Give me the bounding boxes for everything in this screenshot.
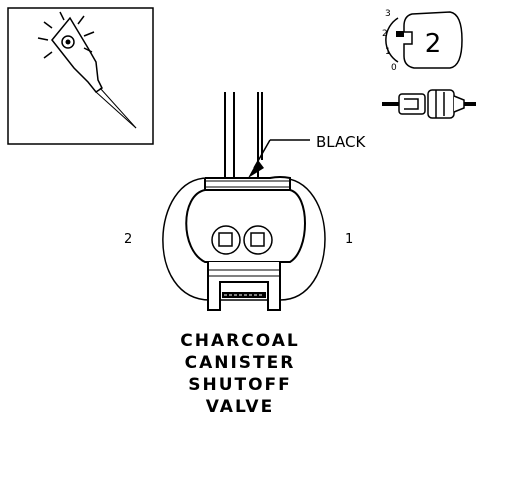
wire-color-leader (248, 139, 310, 178)
terminal-2 (218, 232, 233, 247)
wire-color-label: BLACK (316, 133, 366, 151)
scale-3: 3 (385, 9, 391, 19)
component-title: CHARCOAL CANISTER SHUTOFF VALVE (150, 330, 330, 418)
view-number: 2 (425, 29, 442, 59)
scale-1: 1 (385, 47, 391, 57)
title-line-4: VALVE (205, 397, 275, 417)
connector-side-icon (382, 89, 476, 119)
pin-label-left: 2 (124, 232, 132, 247)
pin-label-right: 1 (345, 232, 353, 247)
title-line-1: CHARCOAL (180, 331, 300, 351)
terminal-1 (250, 232, 265, 247)
title-line-3: SHUTOFF (188, 375, 292, 395)
scale-2: 2 (382, 29, 388, 39)
scale-0: 0 (391, 63, 397, 73)
title-line-2: CANISTER (184, 353, 296, 373)
connector-face (162, 176, 326, 311)
view-number-icon: 3 2 1 0 2 (382, 9, 463, 73)
probe-light-icon (7, 7, 154, 145)
